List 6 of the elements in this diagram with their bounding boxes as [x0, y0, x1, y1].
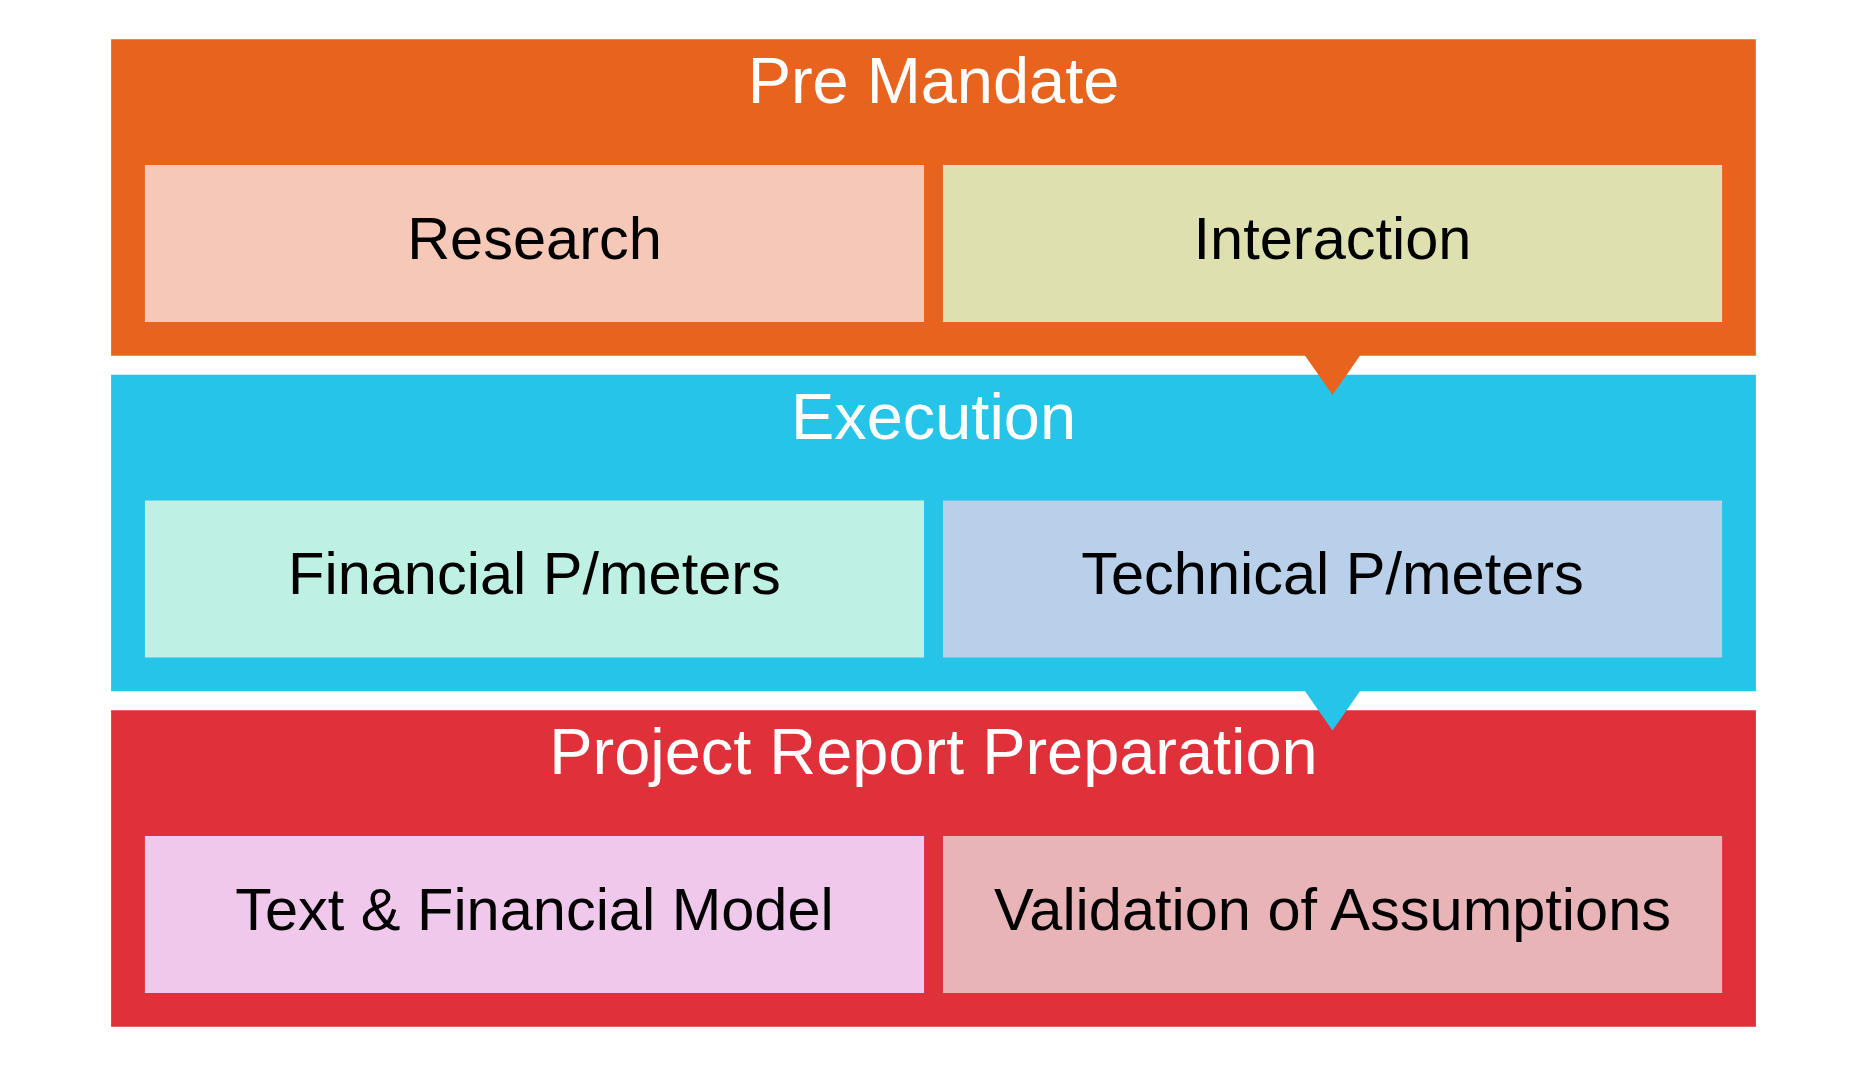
node-box: Text & Financial Model [144, 836, 924, 993]
node-box: Interaction [942, 165, 1722, 322]
node-box: Research [144, 165, 924, 322]
node-box: Validation of Assumptions [942, 836, 1722, 993]
node-box: Technical P/meters [942, 500, 1722, 658]
node-box: Financial P/meters [144, 500, 924, 658]
